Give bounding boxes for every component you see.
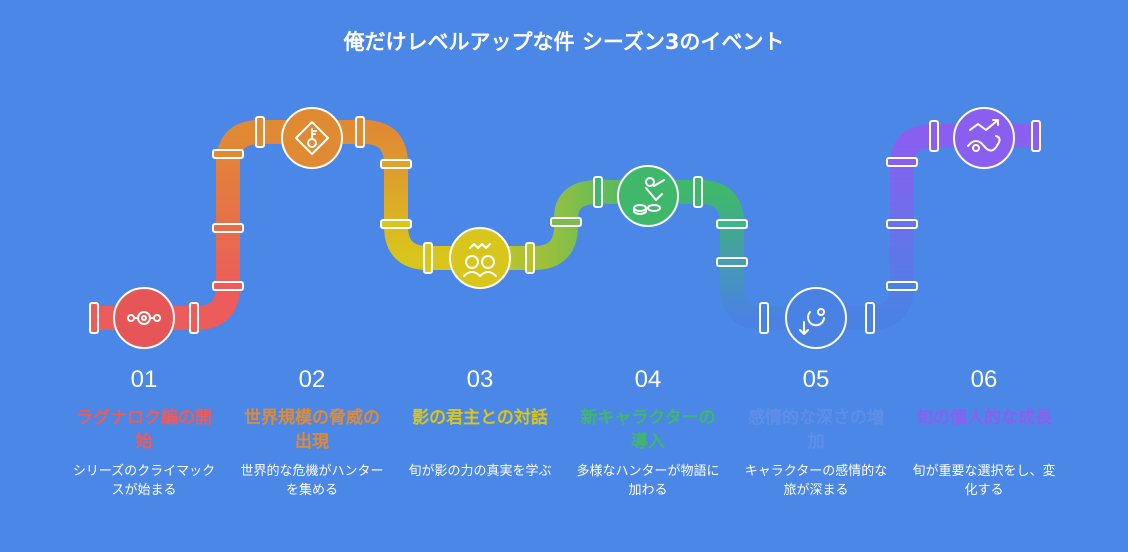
- growth-chart-icon: [953, 107, 1015, 169]
- step-description: 旬が影の力の真実を学ぶ: [408, 464, 552, 479]
- step-2: 02 世界規模の脅威の出現 世界的な危機がハンターを集める: [237, 362, 387, 500]
- step-description: 旬が重要な選択をし、変化する: [912, 464, 1056, 498]
- pipe-segment-5: [816, 124, 1038, 330]
- step-heading: 新キャラクターの導入: [580, 408, 716, 452]
- depth-gauge-icon: [785, 287, 847, 349]
- step-heading: 世界規模の脅威の出現: [244, 408, 380, 452]
- step-5: 05 感情的な深さの増加 キャラクターの感情的な旅が深まる: [741, 362, 891, 500]
- step-description: 多様なハンターが物語に加わる: [576, 464, 720, 498]
- step-heading: 影の君主との対話: [412, 408, 548, 428]
- step-heading: 感情的な深さの増加: [748, 408, 884, 452]
- step-description: シリーズのクライマックスが始まる: [72, 464, 216, 498]
- step-description: 世界的な危機がハンターを集める: [240, 464, 384, 498]
- step-1: 01 ラグナロク編の開始 シリーズのクライマックスが始まる: [69, 362, 219, 500]
- step-6: 06 旬の個人的な成長 旬が重要な選択をし、変化する: [909, 362, 1059, 500]
- pipe-segment-4: [646, 180, 818, 330]
- pipe-segment-2: [310, 120, 480, 270]
- step-number: 05: [802, 366, 830, 393]
- step-number: 03: [466, 366, 494, 393]
- step-heading: 旬の個人的な成長: [916, 408, 1052, 428]
- step-number: 06: [970, 366, 998, 393]
- step-number: 01: [130, 366, 158, 393]
- group-dialogue-icon: [449, 227, 511, 289]
- step-4: 04 新キャラクターの導入 多様なハンターが物語に加わる: [573, 362, 723, 500]
- step-heading: ラグナロク編の開始: [76, 408, 212, 452]
- pressure-gauge-icon: [113, 287, 175, 349]
- step-3: 03 影の君主との対話 旬が影の力の真実を学ぶ: [405, 362, 555, 481]
- step-number: 04: [634, 366, 662, 393]
- page-title: 俺だけレベルアップな件 シーズン3のイベント: [343, 30, 785, 54]
- worker-coins-icon: [617, 165, 679, 227]
- step-number: 02: [298, 366, 326, 393]
- step-description: キャラクターの感情的な旅が深まる: [744, 464, 888, 498]
